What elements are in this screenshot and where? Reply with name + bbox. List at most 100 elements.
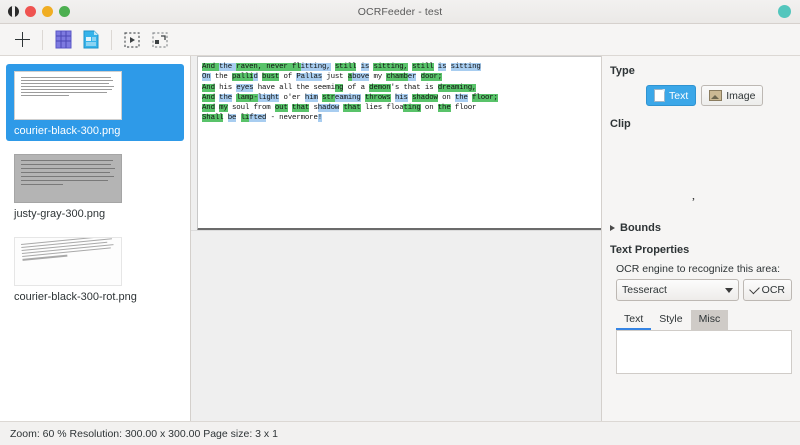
ocr-word-highlight: ! <box>317 114 323 123</box>
toolbar-separator-2 <box>111 29 112 50</box>
status-bar: Zoom: 60 % Resolution: 300.00 x 300.00 P… <box>0 421 800 445</box>
ocr-word-highlight: light <box>257 93 280 102</box>
clip-section-label: Clip <box>610 118 631 130</box>
ocr-word-highlight: my <box>219 104 228 113</box>
document-canvas[interactable]: And the raven, never flitting, still is … <box>191 56 602 421</box>
delete-area-button[interactable] <box>146 27 174 53</box>
ocr-word <box>356 63 360 71</box>
ocr-word: of <box>343 83 361 92</box>
ocr-word: the <box>210 73 233 82</box>
ocr-word: 's that is <box>390 83 438 92</box>
close-window-button[interactable] <box>25 6 36 17</box>
ocr-word-highlight: Pallas <box>296 73 323 82</box>
ocr-word: just <box>322 73 348 82</box>
ocr-word-highlight: bove <box>352 73 370 82</box>
page-thumbnail <box>14 71 122 120</box>
ocr-word-highlight: hadow <box>317 104 340 113</box>
ocr-word-highlight: be <box>227 114 237 123</box>
type-text-button[interactable]: Text <box>646 85 697 106</box>
recognize-page-button[interactable] <box>49 27 77 53</box>
ocr-word-highlight: is <box>437 63 447 71</box>
tab-content-panel[interactable] <box>616 331 792 374</box>
select-all-areas-button[interactable] <box>118 27 146 53</box>
ocr-word-highlight: the <box>437 104 451 113</box>
bounds-expander[interactable]: Bounds <box>610 222 792 234</box>
ocr-word-highlight: er <box>407 73 417 82</box>
ocr-word-highlight: door; <box>420 73 443 82</box>
ocr-word-highlight: raven, never <box>236 63 292 71</box>
ocr-engine-select[interactable]: Tesseract <box>616 279 739 301</box>
ocr-word-highlight: sitting, <box>373 63 408 71</box>
plus-icon <box>14 32 30 47</box>
ocr-word-highlight: itting, <box>300 63 331 71</box>
ocr-word-highlight: d <box>253 73 258 82</box>
ocr-word <box>416 73 420 81</box>
type-section-label: Type <box>610 65 635 77</box>
page-item-2[interactable]: courier-black-300-rot.png <box>6 230 184 307</box>
minimize-window-button[interactable] <box>42 6 53 17</box>
text-line: On the pallid bust of Pallas just above … <box>202 72 601 82</box>
recognize-document-button[interactable] <box>77 27 105 53</box>
ocr-word-highlight: eaming <box>334 93 361 102</box>
page-item-label: courier-black-300.png <box>14 125 121 137</box>
ocr-word-highlight: eyes <box>236 83 254 92</box>
ocr-word-highlight: demon <box>369 83 391 92</box>
ocr-word: my <box>369 73 387 82</box>
type-image-button[interactable]: Image <box>701 85 764 106</box>
add-image-button[interactable] <box>8 27 36 53</box>
ocr-word: on <box>420 104 438 113</box>
ocr-word-highlight: palli <box>232 73 254 82</box>
ocr-word-highlight: And <box>202 93 215 102</box>
rotated-text-block <box>21 238 116 261</box>
status-indicator-icon[interactable] <box>778 5 791 18</box>
run-ocr-button[interactable]: OCR <box>742 279 792 301</box>
ocr-word-highlight: that <box>292 104 310 113</box>
ocr-word-highlight: ng <box>334 83 344 92</box>
ocr-word-highlight: shadow <box>412 93 438 102</box>
ocr-engine-row: Tesseract OCR <box>616 279 792 301</box>
window-title: OCRFeeder - test <box>357 5 443 18</box>
recognized-text-block[interactable]: And the raven, never flitting, still is … <box>202 62 601 124</box>
ocr-word: have all the seemi <box>253 83 335 92</box>
ocr-word-highlight: him <box>304 93 318 102</box>
image-icon <box>709 90 723 101</box>
ocr-word-highlight: dreaming, <box>437 83 477 92</box>
tab-misc[interactable]: Misc <box>690 310 729 330</box>
text-line: And his eyes have all the seeming of a d… <box>202 83 601 93</box>
tab-style[interactable]: Style <box>659 313 683 325</box>
page-thumbnail <box>14 154 122 203</box>
page-thumbnail <box>14 237 122 286</box>
properties-pane: Type Text Image Clip , Bounds Text Prope… <box>602 56 800 421</box>
text-line: And the lamp-light o'er him streaming th… <box>202 93 601 103</box>
ocr-word-highlight: fl <box>292 63 301 71</box>
page-item-label: courier-black-300-rot.png <box>14 291 137 303</box>
text-properties-tabs: Text Style Misc <box>616 310 792 331</box>
ocr-word-highlight: li <box>240 114 250 123</box>
ocr-word-highlight: still <box>334 63 357 71</box>
ocr-word-highlight: fted <box>249 114 267 123</box>
text-line: Shall be lifted - nevermore! <box>202 113 601 123</box>
pages-list[interactable]: courier-black-300.png justy-gray-300.png <box>0 56 191 421</box>
ocr-word-highlight: bust <box>262 73 280 82</box>
page-item-1[interactable]: justy-gray-300.png <box>6 147 184 224</box>
chevron-right-icon <box>610 225 615 231</box>
ocr-word: - nevermore <box>266 114 318 123</box>
ocr-word-highlight: Shall <box>202 114 224 123</box>
ocr-word-highlight: out <box>274 104 288 113</box>
tab-text[interactable]: Text <box>616 310 652 330</box>
ocr-word-highlight: lamp- <box>236 93 258 102</box>
ocr-word-highlight: throws <box>364 93 391 102</box>
document-page[interactable]: And the raven, never flitting, still is … <box>197 56 601 231</box>
ocr-word-highlight: ting <box>403 104 421 113</box>
maximize-window-button[interactable] <box>59 6 70 17</box>
ocr-word: s <box>309 104 318 113</box>
page-item-0[interactable]: courier-black-300.png <box>6 64 184 141</box>
title-bar: OCRFeeder - test <box>0 0 800 24</box>
ocr-word-highlight: is <box>360 63 370 71</box>
toolbar-separator-1 <box>42 29 43 50</box>
app-menu-icon[interactable] <box>8 6 19 17</box>
page-item-label: justy-gray-300.png <box>14 208 106 220</box>
window-buttons <box>0 6 70 17</box>
type-button-group: Text Image <box>610 85 792 106</box>
